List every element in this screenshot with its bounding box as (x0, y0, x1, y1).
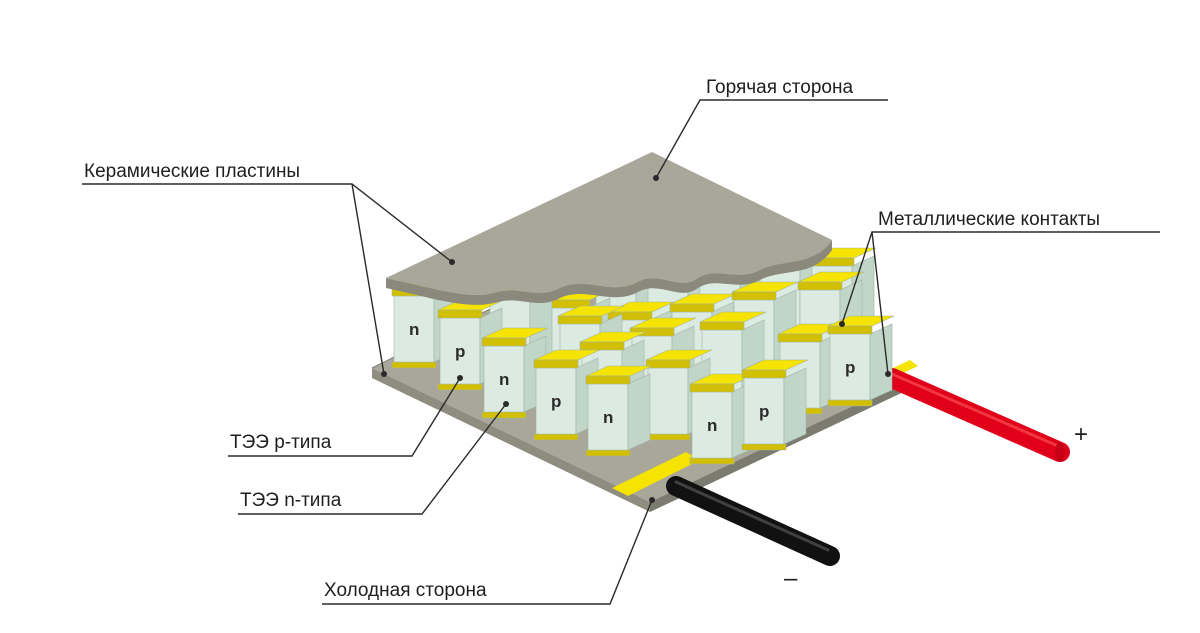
cold-side-label: Холодная сторона (324, 580, 487, 601)
metal-contact-front (557, 315, 603, 325)
n-type-element: n (481, 327, 549, 419)
metal-contact-front (579, 341, 625, 351)
contact-strip (585, 449, 631, 457)
metal-contact-front (731, 291, 777, 301)
contact-strip (391, 361, 437, 369)
metal-contact-front (699, 321, 745, 331)
contact-strip (689, 457, 735, 465)
negative-terminal-symbol: – (784, 565, 798, 592)
n-type-label: ТЭЭ n-типа (240, 490, 342, 511)
n-letter: n (499, 370, 509, 389)
n-letter: n (409, 320, 419, 339)
p-letter: p (455, 342, 465, 361)
p-letter: p (551, 392, 561, 411)
metal-contact-front (533, 359, 579, 369)
element-side-face (627, 373, 651, 451)
positive-wire (882, 368, 1070, 462)
n-letter: n (707, 416, 717, 435)
hot-side-label: Горячая сторона (706, 77, 853, 98)
metal-contact-front (481, 337, 527, 347)
metal-contacts-label: Металлические контакты (878, 209, 1100, 230)
metal-contact-front (689, 383, 735, 393)
contact-strip (645, 433, 691, 441)
metal-contact-front (585, 375, 631, 385)
metal-contact-front (777, 333, 823, 343)
top-ceramic-plate (386, 152, 832, 305)
contact-strip (741, 443, 787, 451)
p-letter: p (845, 358, 855, 377)
p-letter: p (759, 402, 769, 421)
p-type-element: p (741, 359, 809, 451)
element-front-face (647, 367, 689, 435)
element-side-face (869, 323, 893, 401)
negative-wire (666, 476, 840, 566)
p-type-element: p (533, 349, 601, 441)
metal-contact-front (645, 359, 691, 369)
metal-contact-front (437, 309, 483, 319)
element-side-face (783, 367, 807, 445)
n-letter: n (603, 408, 613, 427)
metal-contact-front (669, 303, 715, 313)
leader-lines (82, 99, 1160, 605)
contact-strip (437, 383, 483, 391)
contact-strip (827, 399, 873, 407)
ceramic-plates-label: Керамические пластины (84, 161, 300, 182)
metal-contact-front (827, 325, 873, 335)
n-type-element: n (585, 365, 653, 457)
positive-terminal-symbol: + (1074, 421, 1088, 448)
contact-strip (481, 411, 527, 419)
p-type-label: ТЭЭ p-типа (230, 432, 332, 453)
metal-contact-front (741, 369, 787, 379)
p-type-element: p (827, 315, 895, 407)
contact-strip (533, 433, 579, 441)
metal-contact-front (797, 281, 843, 291)
